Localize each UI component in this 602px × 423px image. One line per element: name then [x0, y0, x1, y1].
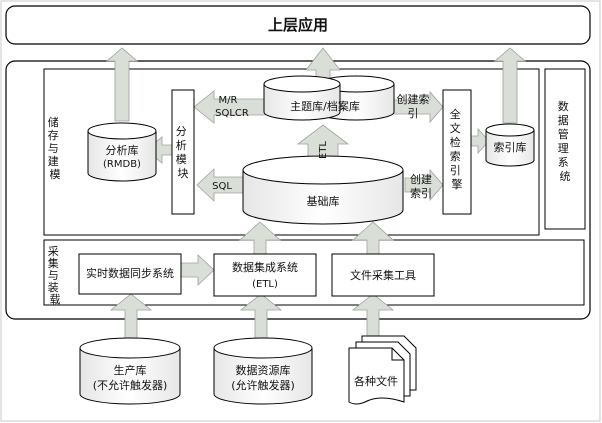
search-engine-ch3: 检	[450, 135, 461, 149]
analysis-db-sublabel: (RMDB)	[103, 159, 141, 170]
data-mgmt-box	[544, 68, 586, 230]
file-collect-box	[331, 253, 435, 297]
search-engine-ch4: 索	[450, 149, 461, 163]
data-mgmt-ch2: 据	[558, 113, 569, 127]
etl-label: ETL	[318, 141, 329, 159]
prod-db-label: 生产库	[114, 363, 147, 377]
arrow-analysis-up	[105, 47, 139, 122]
arrow-file-to-base	[351, 221, 395, 257]
index-db: 索引库	[485, 123, 535, 167]
files-stack: 各种文件	[348, 335, 417, 405]
data-mgmt-ch1: 数	[558, 100, 569, 113]
data-mgmt-ch6: 统	[560, 170, 571, 183]
data-mgmt-ch4: 理	[558, 142, 569, 155]
analysis-module-label: 分 析 模 块	[176, 125, 191, 180]
storage-ch4: 建	[48, 154, 59, 168]
storage-ch3: 与	[48, 142, 59, 155]
collect-section-label: 采 集 与 装 载	[48, 245, 63, 306]
arrow-prod-up	[109, 293, 153, 341]
mr-label: M/R	[219, 95, 238, 106]
collect-ch1: 采	[48, 245, 59, 258]
theme-db-label: 主题库/档案库	[290, 99, 360, 113]
collect-ch4: 装	[48, 281, 59, 294]
file-collect-label: 文件采集工具	[350, 268, 416, 282]
prod-db-sublabel: (不允许触发器)	[93, 378, 168, 392]
etl-system-label: 数据集成系统	[232, 260, 298, 274]
search-engine-box	[442, 89, 472, 215]
analysis-db-label: 分析库	[106, 143, 139, 157]
top-layer-box	[5, 5, 591, 45]
create-index-bottom-l2: 索引	[410, 186, 432, 200]
resource-db-label: 数据资源库	[236, 363, 291, 377]
analysis-module-ch1: 分	[176, 125, 187, 138]
arrow-index-top	[386, 90, 444, 124]
base-db: 基础库	[242, 155, 404, 225]
analysis-module-ch2: 析	[176, 138, 187, 152]
data-mgmt-ch5: 系	[558, 156, 569, 169]
sql-label: SQL	[212, 181, 232, 192]
theme-archive-db: 主题库/档案库	[263, 75, 395, 121]
base-db-label: 基础库	[307, 195, 340, 208]
realtime-sync-box	[78, 253, 182, 295]
etl-system-box	[213, 253, 317, 297]
analysis-module-ch3: 模	[176, 153, 187, 166]
arrow-engine-to-index	[470, 127, 490, 155]
arrow-files-up	[351, 293, 395, 341]
resource-db: 数据资源库 (允许触发器)	[213, 337, 313, 405]
create-index-bottom-l1: 创建	[410, 172, 432, 186]
search-engine-ch5: 引	[450, 163, 461, 177]
etl-system-sublabel: (ETL)	[252, 279, 278, 290]
arrow-etl-to-base	[238, 221, 282, 257]
realtime-sync-label: 实时数据同步系统	[86, 266, 174, 280]
arrow-sync-to-etl	[180, 254, 215, 286]
arrow-sql-left	[196, 168, 244, 202]
storage-section-label: 储 存 与 建 模	[48, 115, 63, 181]
search-engine-ch6: 擎	[452, 177, 463, 191]
prod-db: 生产库 (不允许触发器)	[79, 337, 181, 405]
arrow-mr-left	[193, 90, 266, 124]
create-index-top-l2: 引	[408, 106, 419, 120]
analysis-db: 分析库 (RMDB)	[87, 122, 157, 182]
analysis-module-box	[171, 89, 195, 215]
data-mgmt-label: 数 据 管 理 系 统	[558, 100, 573, 183]
analysis-module-ch4: 块	[178, 167, 189, 180]
collect-ch2: 集	[48, 256, 59, 270]
search-engine-ch1: 全	[450, 107, 461, 121]
files-label: 各种文件	[354, 374, 398, 388]
index-db-label: 索引库	[494, 140, 527, 154]
arrow-index-bottom	[404, 168, 444, 202]
collect-ch3: 与	[48, 269, 59, 282]
sqlcr-label: SQLCR	[215, 108, 249, 119]
arrow-resource-up	[239, 293, 283, 341]
arrow-group	[105, 47, 527, 341]
arrow-index-up	[493, 47, 527, 124]
search-engine-label: 全 文 检 索 引 擎	[450, 107, 465, 191]
storage-ch5: 模	[50, 168, 61, 181]
collect-ch5: 载	[50, 293, 61, 306]
storage-ch2: 存	[48, 128, 59, 142]
storage-ch1: 储	[48, 115, 59, 129]
top-layer-title: 上层应用	[268, 16, 328, 34]
create-index-top-l1: 创建索	[397, 92, 430, 106]
data-mgmt-ch3: 管	[558, 127, 569, 141]
resource-db-sublabel: (允许触发器)	[231, 378, 295, 392]
search-engine-ch2: 文	[450, 121, 461, 135]
